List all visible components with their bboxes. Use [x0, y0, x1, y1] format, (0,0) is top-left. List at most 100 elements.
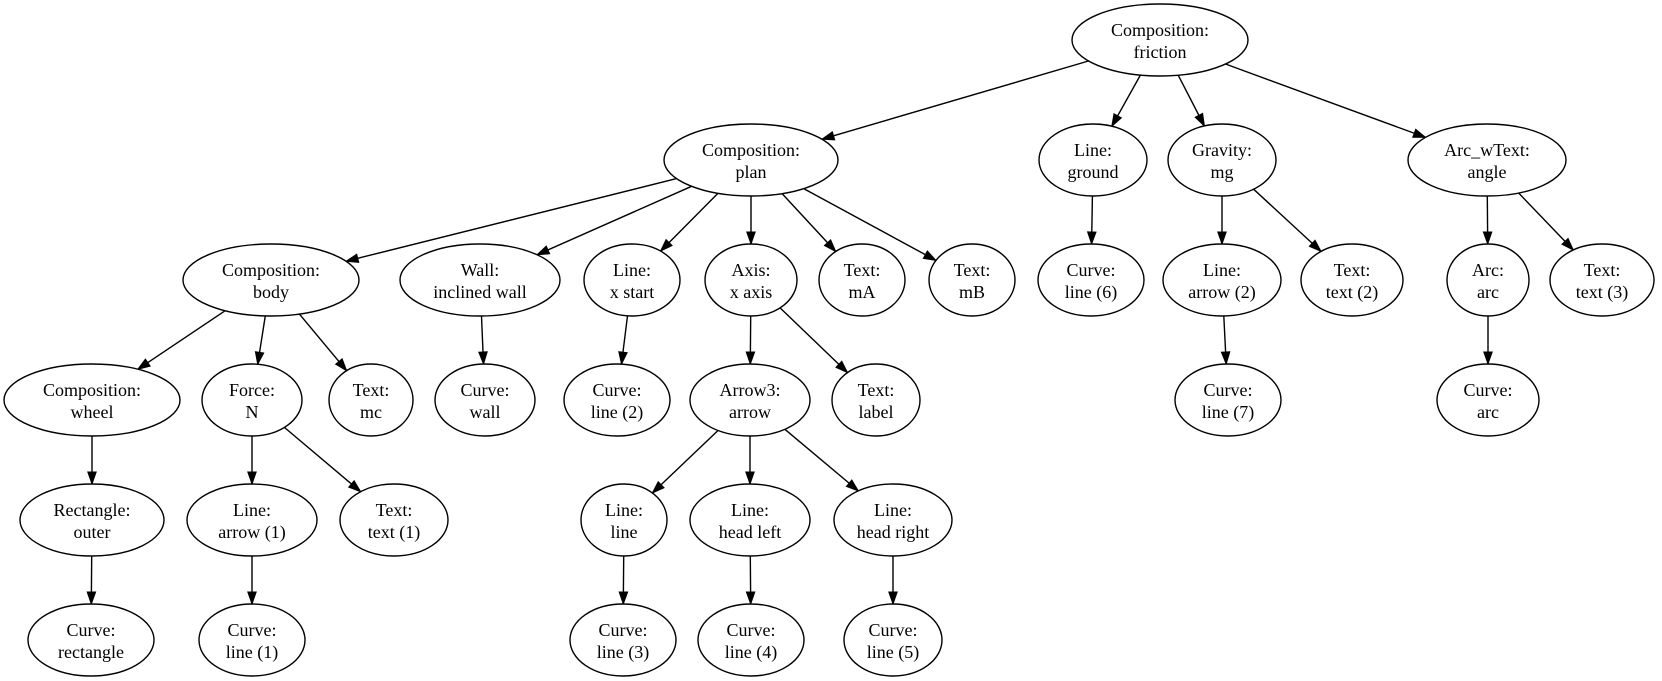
node-cline3-ellipse [569, 603, 677, 677]
node-cline7-label: Curve:line (7) [1202, 380, 1254, 423]
edge-wall-curvewall [482, 315, 484, 364]
node-angle: Arc_wText:angle [1407, 123, 1567, 197]
node-wheel-ellipse [3, 363, 181, 437]
node-arrow3: Arrow3:arrow [689, 363, 811, 437]
node-line6-label: Curve:line (6) [1065, 260, 1117, 303]
node-wall-ellipse [399, 243, 561, 317]
node-mB: Text:mB [928, 243, 1016, 317]
edge-plan-mA [781, 193, 836, 252]
edge-mg-text2 [1253, 188, 1321, 251]
node-arc-label: Arc:arc [1472, 260, 1504, 302]
node-text2-ellipse [1300, 243, 1404, 317]
node-outer-ellipse [19, 483, 165, 557]
node-body-ellipse [182, 243, 360, 317]
node-cline3: Curve:line (3) [569, 603, 677, 677]
node-forceN-ellipse [201, 363, 303, 437]
node-body: Composition:body [182, 243, 360, 317]
node-arrow1-ellipse [186, 483, 318, 557]
node-mA-ellipse [818, 243, 906, 317]
node-arrow1-label: Line:arrow (1) [218, 500, 285, 543]
node-curvewall-ellipse [434, 363, 536, 437]
node-rectangle-label: Curve:rectangle [58, 620, 124, 662]
edge-plan-wall [537, 185, 692, 256]
node-headleft-label: Line:head left [719, 500, 781, 542]
node-arc: Arc:arc [1446, 243, 1530, 317]
node-plan-label: Composition:plan [702, 140, 800, 182]
node-arrow2: Line:arrow (2) [1162, 243, 1282, 317]
node-text2: Text:text (2) [1300, 243, 1404, 317]
node-wheel: Composition:wheel [3, 363, 181, 437]
node-forceN: Force:N [201, 363, 303, 437]
node-arc-ellipse [1446, 243, 1530, 317]
edge-body-forceN [258, 315, 266, 364]
edge-arrow2-cline7 [1224, 315, 1226, 364]
node-outer-label: Rectangle:outer [54, 500, 131, 542]
node-body-label: Composition:body [222, 260, 320, 302]
edge-xstart-cline2 [622, 315, 629, 364]
edge-body-mc [298, 313, 346, 371]
node-text3-ellipse [1549, 243, 1655, 317]
node-xstart-ellipse [583, 243, 681, 317]
edge-plan-mB [803, 187, 936, 261]
node-text3-label: Text:text (3) [1576, 260, 1628, 303]
node-xstart-label: Line:x start [610, 260, 655, 302]
node-cline5-label: Curve:line (5) [867, 620, 919, 663]
node-lineline-label: Line:line [605, 500, 643, 542]
node-angle-label: Arc_wText:angle [1444, 140, 1530, 182]
node-mg-ellipse [1167, 123, 1277, 197]
edge-friction-ground [1112, 74, 1142, 126]
edge-plan-body [346, 177, 677, 262]
node-mA: Text:mA [818, 243, 906, 317]
node-curvearc-label: Curve:arc [1464, 380, 1513, 422]
edge-body-wheel [138, 310, 226, 370]
node-mA-label: Text:mA [844, 260, 881, 302]
node-mB-ellipse [928, 243, 1016, 317]
node-cline4-label: Curve:line (4) [725, 620, 777, 663]
node-curvearc: Curve:arc [1436, 363, 1540, 437]
node-label: Text:label [831, 363, 921, 437]
node-text1-label: Text:text (1) [368, 500, 420, 543]
node-plan: Composition:plan [663, 123, 839, 197]
edge-plan-xstart [661, 192, 719, 251]
node-text1: Text:text (1) [339, 483, 449, 557]
edge-angle-text3 [1518, 192, 1574, 250]
edge-arrow3-lineline [652, 429, 719, 494]
edge-arrow3-headright [784, 428, 858, 491]
node-cline4-ellipse [697, 603, 805, 677]
node-cline1-ellipse [198, 603, 306, 677]
node-xaxis-ellipse [704, 243, 798, 317]
node-friction-ellipse [1071, 3, 1249, 77]
node-rectangle: Curve:rectangle [27, 603, 155, 677]
edge-friction-mg [1177, 74, 1204, 126]
node-wall-label: Wall:inclined wall [433, 260, 526, 302]
node-headright-label: Line:head right [857, 500, 929, 542]
edge-ground-line6 [1092, 195, 1093, 244]
node-xaxis-label: Axis:x axis [730, 260, 773, 302]
node-mg: Gravity:mg [1167, 123, 1277, 197]
node-ground-label: Line:ground [1068, 140, 1119, 182]
node-cline2-label: Curve:line (2) [591, 380, 643, 423]
edge-friction-plan [822, 60, 1089, 139]
node-forceN-label: Force:N [229, 380, 275, 422]
node-headleft-ellipse [689, 483, 811, 557]
node-cline2-ellipse [563, 363, 671, 437]
node-curvewall-label: Curve:wall [461, 380, 510, 422]
node-cline7: Curve:line (7) [1174, 363, 1282, 437]
node-lineline: Line:line [580, 483, 668, 557]
node-lineline-ellipse [580, 483, 668, 557]
node-cline7-ellipse [1174, 363, 1282, 437]
node-angle-ellipse [1407, 123, 1567, 197]
node-label-ellipse [831, 363, 921, 437]
node-line6-ellipse [1037, 243, 1145, 317]
node-rectangle-ellipse [27, 603, 155, 677]
node-headright-ellipse [833, 483, 953, 557]
node-curvewall: Curve:wall [434, 363, 536, 437]
node-text3: Text:text (3) [1549, 243, 1655, 317]
node-wheel-label: Composition:wheel [43, 380, 141, 422]
node-arrow2-label: Line:arrow (2) [1188, 260, 1255, 303]
node-ground: Line:ground [1038, 123, 1148, 197]
node-arrow3-label: Arrow3:arrow [720, 380, 781, 422]
node-headright: Line:head right [833, 483, 953, 557]
node-mc-ellipse [328, 363, 414, 437]
